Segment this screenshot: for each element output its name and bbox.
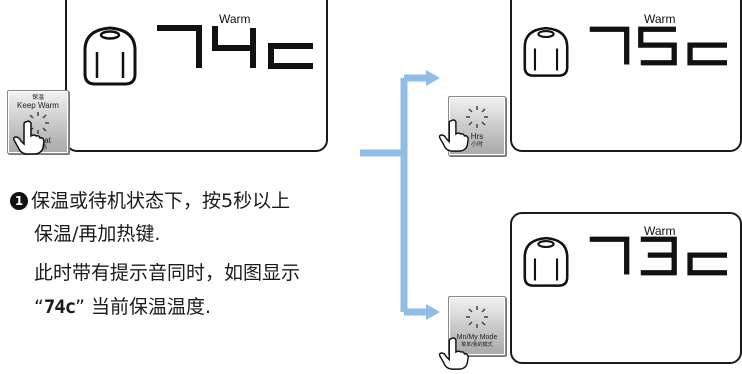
pressing-hand-icon xyxy=(438,119,469,152)
led-indicator-icon xyxy=(466,106,488,128)
branch-arrows xyxy=(360,70,440,320)
quote-open: “ xyxy=(34,296,44,318)
keep-warm-label: Keep Warm xyxy=(17,101,59,110)
instruction-line-2: 保温/再加热键. xyxy=(34,223,161,245)
menu-small-label: 菜单/我的模式 xyxy=(461,342,493,348)
hrs-small-label: 小时 xyxy=(470,142,483,148)
quote-close: ” xyxy=(75,296,86,318)
instruction-text-4: 当前保温温度. xyxy=(91,296,212,318)
bottom-result-display-panel: Warm 73c xyxy=(510,212,742,364)
display-code: 74c xyxy=(43,296,76,318)
rice-cooker-icon xyxy=(83,26,137,86)
pressing-hand-icon xyxy=(438,337,469,370)
instruction-text-1: 保温或待机状态下，按5秒以上 xyxy=(31,190,291,212)
arrow-up-head xyxy=(426,70,440,86)
warm-label: Warm xyxy=(644,12,676,26)
main-display-panel: Warm 74c xyxy=(65,0,328,152)
keep-warm-small-label: 保温 xyxy=(31,95,44,101)
rice-cooker-icon xyxy=(523,26,569,77)
temperature-digits xyxy=(589,26,727,66)
arrow-down-head xyxy=(426,304,440,320)
instruction-line-3: 此时带有提示音同时，如图显示 xyxy=(34,262,301,284)
led-indicator-icon xyxy=(466,306,488,328)
step-number-badge: 1 xyxy=(10,192,28,210)
temperature-digits xyxy=(589,236,727,276)
pressing-hand-icon xyxy=(13,120,45,155)
menu-my-mode-button[interactable]: Mn/My Mode 菜单/我的模式 xyxy=(448,296,506,356)
warm-label: Warm xyxy=(219,12,251,26)
rice-cooker-icon xyxy=(523,236,569,287)
warm-label: Warm xyxy=(644,224,676,238)
top-result-display-panel: Warm 75c xyxy=(510,0,742,152)
menu-label: Mn/My Mode xyxy=(456,334,498,341)
hrs-label: Hrs xyxy=(470,132,484,141)
temperature-digits xyxy=(157,25,313,69)
instruction-line-4: “74c”当前保温温度. xyxy=(34,292,211,319)
